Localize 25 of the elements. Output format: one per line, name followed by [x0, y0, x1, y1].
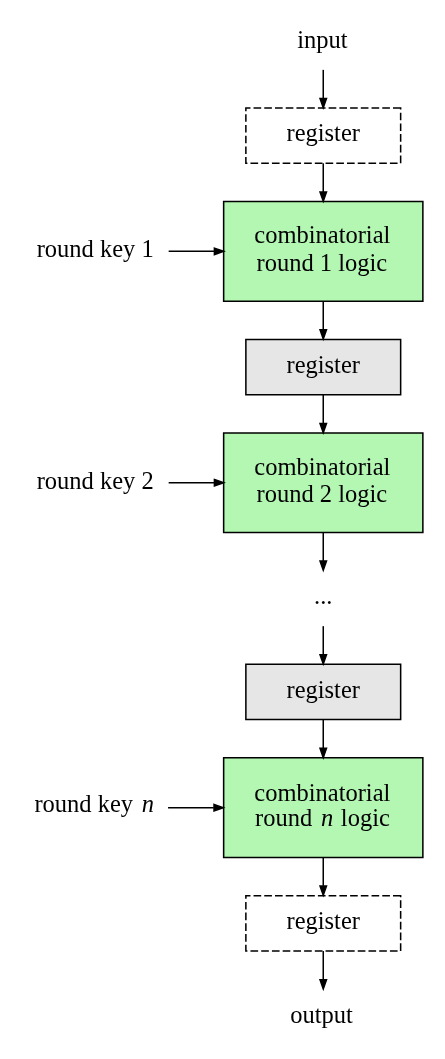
arrow — [318, 531, 328, 573]
arrow — [167, 803, 226, 812]
node-box: register — [245, 107, 402, 164]
node-text: round key 1 — [36, 235, 154, 263]
node-box: combinatorial round 2 logic — [222, 432, 424, 534]
arrow — [318, 393, 328, 435]
node-box: register — [245, 338, 402, 396]
arrow — [318, 300, 328, 342]
arrow — [318, 856, 328, 898]
arrow — [167, 247, 226, 256]
arrow — [318, 625, 328, 667]
node-text: input — [297, 26, 348, 53]
node-box: register — [245, 663, 402, 721]
node-text: output — [290, 1000, 353, 1028]
arrow — [318, 950, 328, 992]
node-text: ... — [314, 582, 333, 610]
arrow — [167, 478, 226, 488]
arrow — [318, 69, 328, 111]
arrow — [318, 718, 328, 760]
node-box: combinatorial round n logic — [222, 757, 424, 859]
arrow — [318, 162, 328, 204]
node-box: register — [245, 895, 402, 952]
node-text: round key 2 — [36, 466, 154, 494]
node-box: combinatorial round 1 logic — [222, 200, 424, 302]
node-text: round key n — [34, 789, 154, 817]
